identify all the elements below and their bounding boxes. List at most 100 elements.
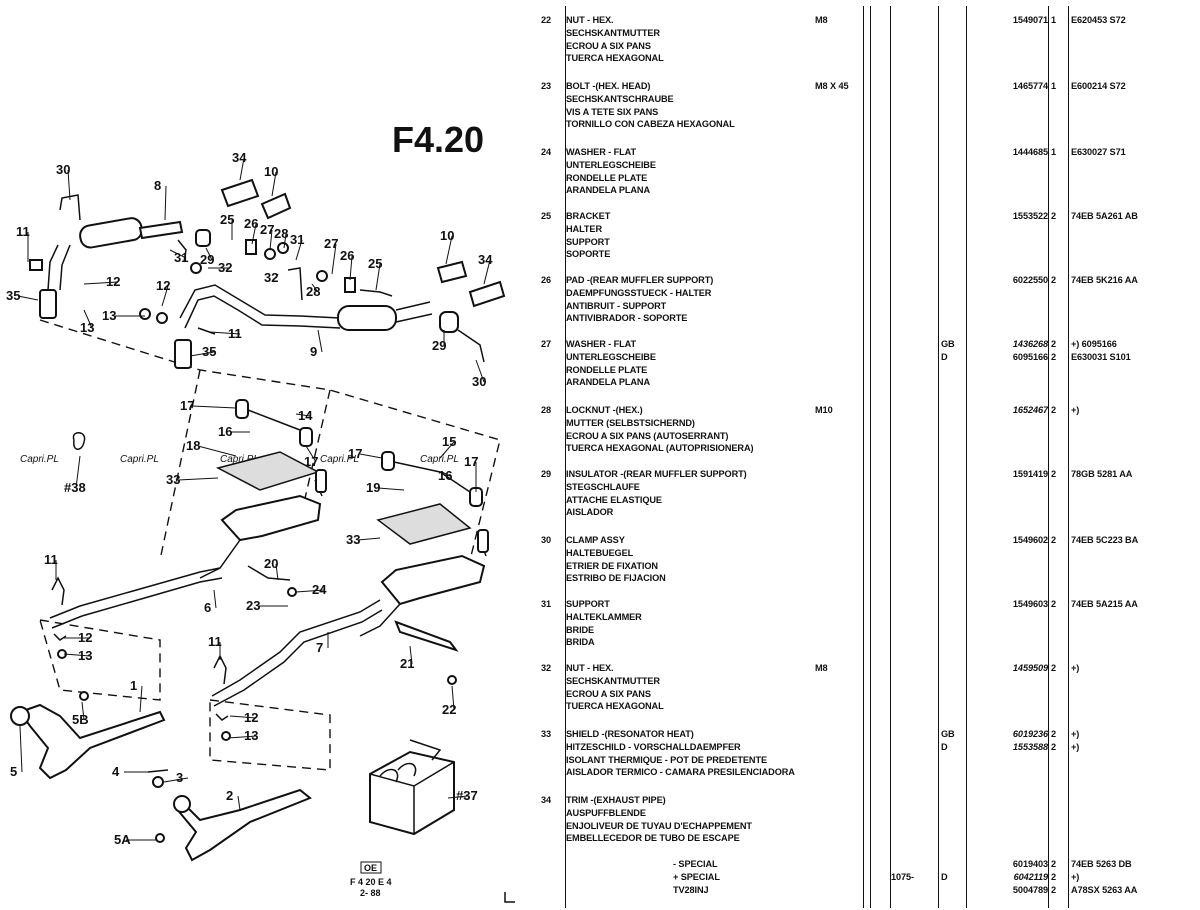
ref-number: 27 bbox=[541, 339, 552, 349]
ref-number: 28 bbox=[541, 405, 552, 415]
callout-number: 28 bbox=[306, 284, 320, 299]
callout-number: 17 bbox=[180, 398, 194, 413]
callout-number: 2 bbox=[226, 788, 233, 803]
description-line: ESTRIBO DE FIJACION bbox=[566, 573, 666, 584]
quantity: 2 bbox=[1051, 859, 1057, 869]
callout-number: 24 bbox=[312, 582, 327, 597]
callout-number: 32 bbox=[218, 260, 232, 275]
callout-leader bbox=[475, 359, 485, 383]
callout-number: 21 bbox=[400, 656, 414, 671]
callout-leader bbox=[295, 413, 311, 417]
intermediate-pipes bbox=[49, 565, 459, 707]
description-line: INSULATOR -(REAR MUFFLER SUPPORT) bbox=[566, 469, 747, 479]
quantity: 2 bbox=[1051, 871, 1057, 882]
description-line: SECHSKANTMUTTER bbox=[566, 675, 660, 686]
quantity: 2 bbox=[1051, 351, 1057, 362]
callout-leader bbox=[409, 645, 413, 665]
description-line: MUTTER (SELBSTSICHERND) bbox=[566, 417, 695, 428]
callout-leader bbox=[357, 537, 381, 541]
callout-leader bbox=[75, 455, 81, 489]
callout-leader bbox=[177, 477, 219, 481]
description-line: VIS A TETE SIX PANS bbox=[566, 106, 659, 117]
callout-leader bbox=[19, 725, 23, 773]
ref-number: 32 bbox=[541, 663, 552, 673]
column-divider bbox=[890, 6, 891, 908]
column-divider bbox=[565, 6, 566, 908]
watermark: Capri.PL bbox=[320, 454, 359, 465]
callout-leader bbox=[17, 295, 39, 301]
quantity: 1 bbox=[1051, 147, 1057, 157]
part-number: 1652467 bbox=[1012, 405, 1048, 415]
callout-number: 34 bbox=[478, 252, 493, 267]
callout-number: 31 bbox=[174, 250, 188, 265]
description-line: ECROU A SIX PANS bbox=[566, 40, 651, 51]
part-size: M8 bbox=[815, 15, 828, 25]
description-line: HITZESCHILD - VORSCHALLDAEMPFER bbox=[566, 741, 741, 752]
callout-leader bbox=[227, 735, 257, 739]
finis-code: E630027 S71 bbox=[1071, 147, 1126, 157]
description-line: UNTERLEGSCHEIBE bbox=[566, 351, 656, 362]
callout-number: 5 bbox=[10, 764, 17, 779]
callout-leader bbox=[81, 701, 85, 721]
callout-number: #38 bbox=[64, 480, 86, 495]
finis-code: 74EB 5A261 AB bbox=[1071, 211, 1138, 221]
column-divider bbox=[1048, 6, 1049, 908]
ref-number: 22 bbox=[541, 15, 552, 25]
description-line: BOLT -(HEX. HEAD) bbox=[566, 81, 651, 91]
finis-code: 74EB 5263 DB bbox=[1071, 859, 1132, 869]
callout-number: 17 bbox=[304, 454, 318, 469]
finis-code: E600214 S72 bbox=[1071, 81, 1126, 91]
callout-leader bbox=[349, 255, 353, 281]
callout-number: 33 bbox=[166, 472, 180, 487]
part-description: INSULATOR -(REAR MUFFLER SUPPORT)STEGSCH… bbox=[566, 468, 816, 519]
callout-number: 12 bbox=[244, 710, 258, 725]
ref-number: 26 bbox=[541, 275, 552, 285]
country-code: GB bbox=[941, 339, 955, 349]
callout-leader bbox=[197, 445, 237, 457]
description-line: SUPPORT bbox=[566, 236, 610, 247]
figure-code-text: F 4 20 E 4 bbox=[350, 877, 392, 887]
callout-leader bbox=[163, 777, 189, 783]
special-label: + SPECIAL bbox=[673, 871, 720, 882]
quantity: 2 bbox=[1051, 884, 1057, 895]
part-number: 1549071 bbox=[1012, 15, 1048, 25]
callout-leader bbox=[447, 795, 469, 799]
callout-number: 23 bbox=[246, 598, 260, 613]
description-line: DAEMPFUNGSSTUECK - HALTER bbox=[566, 287, 712, 298]
quantity: 2 bbox=[1051, 535, 1057, 545]
finis-code: 74EB 5K216 AA bbox=[1071, 275, 1138, 285]
description-line: WASHER - FLAT bbox=[566, 147, 636, 157]
callout-number: 16 bbox=[218, 424, 232, 439]
callout-number: 26 bbox=[244, 216, 258, 231]
ref-number: 25 bbox=[541, 211, 552, 221]
ref-number: 23 bbox=[541, 81, 552, 91]
callout-leader bbox=[269, 229, 273, 251]
part-size: M8 bbox=[815, 663, 828, 673]
callout-number: 1 bbox=[130, 678, 137, 693]
callout-leader bbox=[229, 715, 257, 719]
quantity: 2 bbox=[1051, 729, 1057, 739]
ref-number: 34 bbox=[541, 795, 552, 805]
callout-number: 26 bbox=[340, 248, 354, 263]
callout-leader bbox=[83, 309, 93, 329]
description-line: ENJOLIVEUR DE TUYAU D'ECHAPPEMENT bbox=[566, 820, 752, 831]
callout-leader bbox=[375, 263, 381, 291]
ref-number: 29 bbox=[541, 469, 552, 479]
part-number: 6019236 bbox=[1012, 729, 1048, 739]
description-line: ISOLANT THERMIQUE - POT DE PREDETENTE bbox=[566, 754, 767, 765]
finis-code: +) bbox=[1071, 729, 1080, 739]
callout-leader bbox=[237, 795, 241, 811]
description-line: EMBELLECEDOR DE TUBO DE ESCAPE bbox=[566, 833, 740, 844]
callout-number: 5B bbox=[72, 712, 89, 727]
callout-number: 12 bbox=[106, 274, 120, 289]
callout-leader bbox=[83, 281, 119, 285]
column-divider bbox=[863, 6, 864, 908]
country-code: D bbox=[941, 871, 948, 882]
column-divider bbox=[938, 6, 939, 908]
watermark: Capri.PL bbox=[20, 454, 59, 465]
callout-number: 12 bbox=[78, 630, 92, 645]
